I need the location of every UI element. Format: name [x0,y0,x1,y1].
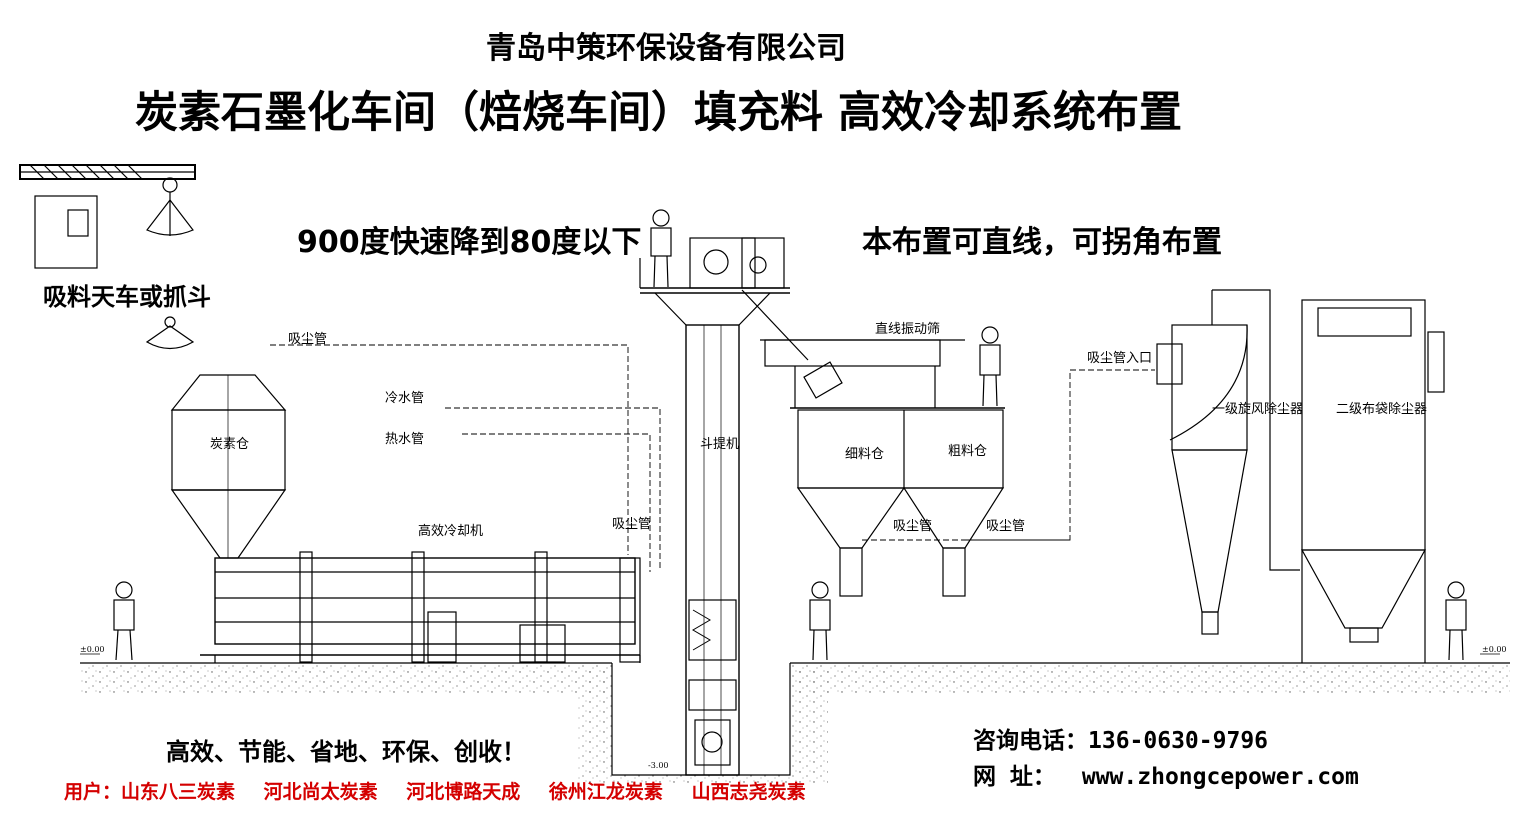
label-cyclone: 一级旋风除尘器 [1212,402,1303,417]
company-name: 青岛中策环保设备有限公司 [486,31,846,66]
ground [80,653,1510,783]
workers [113,209,1467,661]
label-dust-pipe-cooler: 吸尘管 [612,517,651,532]
carbon-silo [170,374,287,559]
screen-and-bins [760,339,1005,597]
crane-grab [19,164,196,350]
pipes [270,344,1155,572]
high-efficiency-cooler [200,551,641,663]
user-item: 河北尚太炭素 [263,781,378,803]
user-item: 徐州江龙炭素 [548,781,663,803]
label-hot-water-pipe: 热水管 [385,432,424,447]
crane-label: 吸料天车或抓斗 [43,283,211,311]
user-item: 用户：山东八三炭素 [64,781,236,803]
bag-filter [1300,299,1445,663]
label-cooler: 高效冷却机 [418,523,483,539]
label-fine-bin: 细料仓 [845,447,884,462]
label-cold-water-pipe: 冷水管 [385,391,424,406]
user-item: 河北博路天成 [406,781,521,803]
label-dust-pipe-coarse: 吸尘管 [986,519,1025,534]
drawing-title: 炭素石墨化车间（焙烧车间）填充料 高效冷却系统布置 [135,88,1182,138]
label-dust-pipe-fine: 吸尘管 [893,519,932,534]
label-carbon-silo: 炭素仓 [210,437,249,452]
label-level-zero-right: ±0.00 [1482,645,1507,654]
website-url[interactable]: www.zhongcepower.com [1081,764,1359,790]
layout-note: 本布置可直线，可拐角布置 [862,225,1222,260]
label-level-zero-left: ±0.00 [80,645,105,654]
cyclone-separator [1156,289,1300,635]
label-coarse-bin: 粗料仓 [948,444,987,459]
label-dust-pipe-top: 吸尘管 [288,332,327,347]
website: 网 址： www.zhongcepower.com [973,766,1359,789]
user-list: 用户：山东八三炭素 河北尚太炭素 河北博路天成 徐州江龙炭素 山西志尧炭素 [64,783,828,802]
label-dust-inlet: 吸尘管入口 [1087,351,1152,366]
label-bag-filter: 二级布袋除尘器 [1336,402,1427,417]
slogan: 高效、节能、省地、环保、创收！ [166,738,526,766]
bucket-elevator [639,237,809,776]
label-vibrating-screen: 直线振动筛 [875,322,940,337]
contact-phone: 咨询电话：136-0630-9796 [973,728,1269,754]
label-elevator: 斗提机 [700,436,739,452]
user-item: 山西志尧炭素 [691,781,806,803]
website-label: 网 址： [973,764,1056,790]
label-level-pit: -3.00 [648,761,669,770]
cooling-note: 900度快速降到80度以下 [297,225,642,260]
